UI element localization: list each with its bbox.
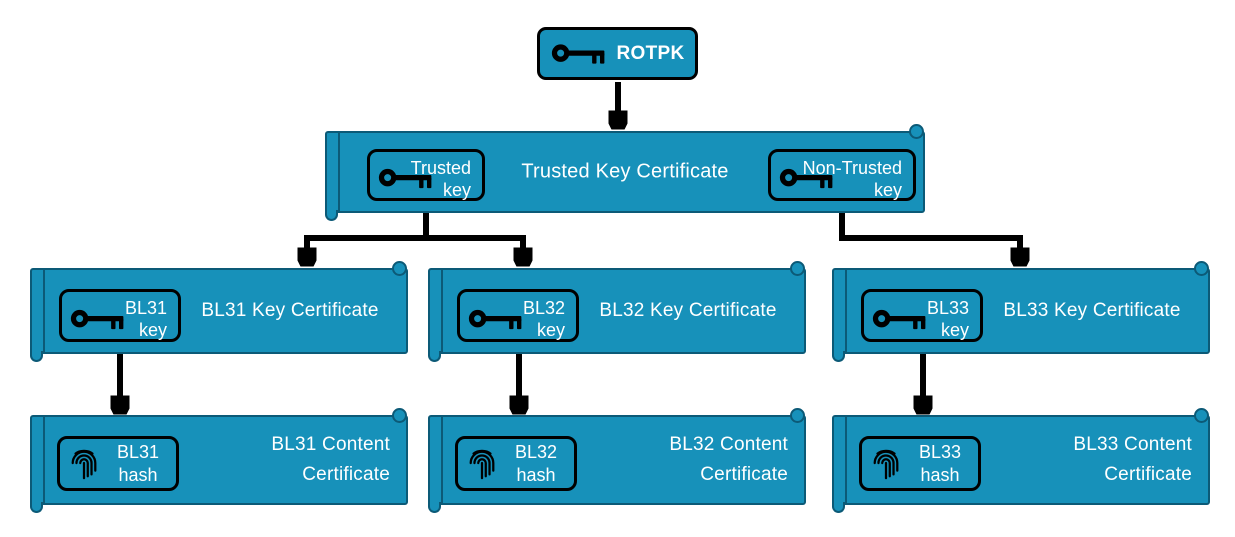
badge-line: BL32 — [514, 441, 558, 462]
arrow-trusted-key-to-bl32 — [423, 204, 523, 259]
arrow-nontrusted-key-to-bl33 — [839, 204, 1020, 259]
bl31-content-certificate: BL31 hash BL31 Content Certificate — [30, 408, 408, 513]
badge-line: BL32 — [522, 298, 565, 318]
badge-line: key — [873, 180, 902, 200]
title-line: Certificate — [302, 464, 390, 485]
badge-line: hash — [516, 464, 556, 485]
certificate-title: BL31 Content Certificate — [271, 430, 390, 490]
bl32-key-certificate: BL32 key BL32 Key Certificate — [428, 261, 806, 362]
bl32-key-badge: BL32 key — [457, 289, 579, 342]
badge-line: key — [536, 320, 565, 340]
scroll-roll-end — [30, 502, 43, 513]
badge-line: Trusted — [410, 158, 471, 178]
badge-line: key — [138, 320, 167, 340]
fingerprint-icon — [71, 449, 97, 479]
trusted-key-certificate: Trusted key Trusted Key Certificate Non-… — [325, 124, 925, 221]
certificate-title: BL32 Key Certificate — [599, 300, 777, 321]
title-line: BL31 Content — [271, 434, 390, 455]
fingerprint-icon — [469, 449, 495, 479]
scroll-roll-end — [832, 502, 845, 513]
title-line: BL32 Content — [669, 434, 788, 455]
bl31-hash-badge: BL31 hash — [57, 436, 179, 491]
badge-line: hash — [118, 464, 158, 485]
bl33-key-badge: BL33 key — [861, 289, 983, 342]
bl32-content-certificate: BL32 hash BL32 Content Certificate — [428, 408, 806, 513]
key-icon — [551, 43, 604, 64]
rotpk-node: ROTPK — [537, 27, 698, 80]
scroll-roll-end — [325, 210, 338, 221]
certificate-title: BL33 Content Certificate — [1073, 430, 1192, 490]
badge-line: BL33 — [926, 298, 969, 318]
fingerprint-icon — [873, 449, 899, 479]
title-line: BL33 Content — [1073, 434, 1192, 455]
scroll-roll-end — [832, 351, 845, 362]
scroll-roll-end — [30, 351, 43, 362]
rotpk-label: ROTPK — [616, 42, 685, 64]
scroll-roll-end — [428, 502, 441, 513]
badge-line: BL31 — [116, 441, 160, 462]
badge-line: key — [442, 180, 471, 200]
bl31-key-certificate: BL31 key BL31 Key Certificate — [30, 261, 408, 362]
key-icon — [468, 309, 522, 330]
certificate-title: BL32 Content Certificate — [669, 430, 788, 490]
certificate-title: BL31 Key Certificate — [201, 300, 379, 321]
bl33-key-certificate: BL33 key BL33 Key Certificate — [832, 261, 1210, 362]
certificate-title: Trusted Key Certificate — [521, 160, 729, 183]
badge-line: Non-Trusted — [802, 158, 902, 178]
non-trusted-key-badge: Non-Trusted key — [768, 149, 916, 201]
bl33-hash-badge: BL33 hash — [859, 436, 981, 491]
badge-line: BL31 — [124, 298, 167, 318]
badge-line: key — [940, 320, 969, 340]
certificate-title: BL33 Key Certificate — [1003, 300, 1181, 321]
title-line: Certificate — [700, 464, 788, 485]
bl32-hash-badge: BL32 hash — [455, 436, 577, 491]
scroll-roll-end — [428, 351, 441, 362]
bl33-content-certificate: BL33 hash BL33 Content Certificate — [832, 408, 1210, 513]
key-icon — [872, 309, 926, 330]
key-icon — [70, 309, 124, 330]
title-line: Certificate — [1104, 464, 1192, 485]
trusted-key-badge: Trusted key — [367, 149, 485, 201]
badge-line: BL33 — [918, 441, 962, 462]
badge-line: hash — [920, 464, 960, 485]
bl31-key-badge: BL31 key — [59, 289, 181, 342]
